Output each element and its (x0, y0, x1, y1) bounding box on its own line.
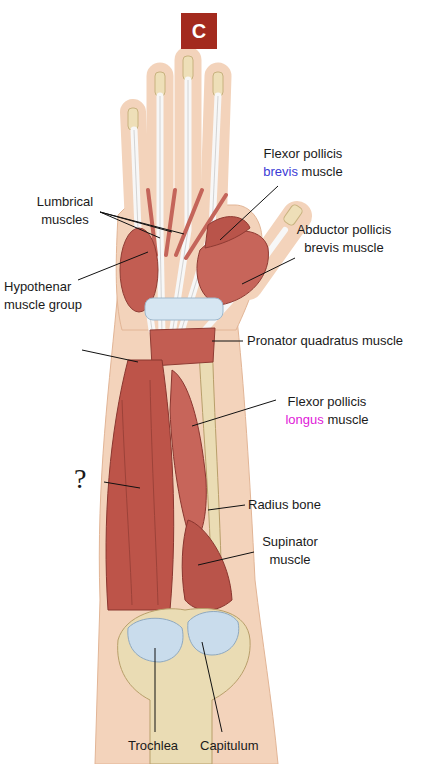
figure-letter-box: C (181, 13, 217, 49)
muscle-label: Flexor pollicis longus muscle (272, 393, 382, 429)
figure-letter: C (192, 20, 206, 42)
bone-label: Radius bone (248, 496, 321, 514)
bone-label: Capitulum (200, 737, 259, 755)
bone-label: Trochlea (128, 737, 178, 755)
muscle-label: Hypothenar muscle group (4, 278, 110, 314)
muscle-label: Pronator quadratus muscle (247, 332, 403, 350)
muscle-label: Flexor pollicis brevis muscle (258, 145, 348, 181)
muscle-label: Lumbrical muscles (26, 193, 104, 229)
muscle-label: Abductor pollicis brevis muscle (288, 221, 400, 257)
muscle-label: Supinator muscle (252, 533, 328, 569)
question-mark: ? (74, 463, 86, 495)
